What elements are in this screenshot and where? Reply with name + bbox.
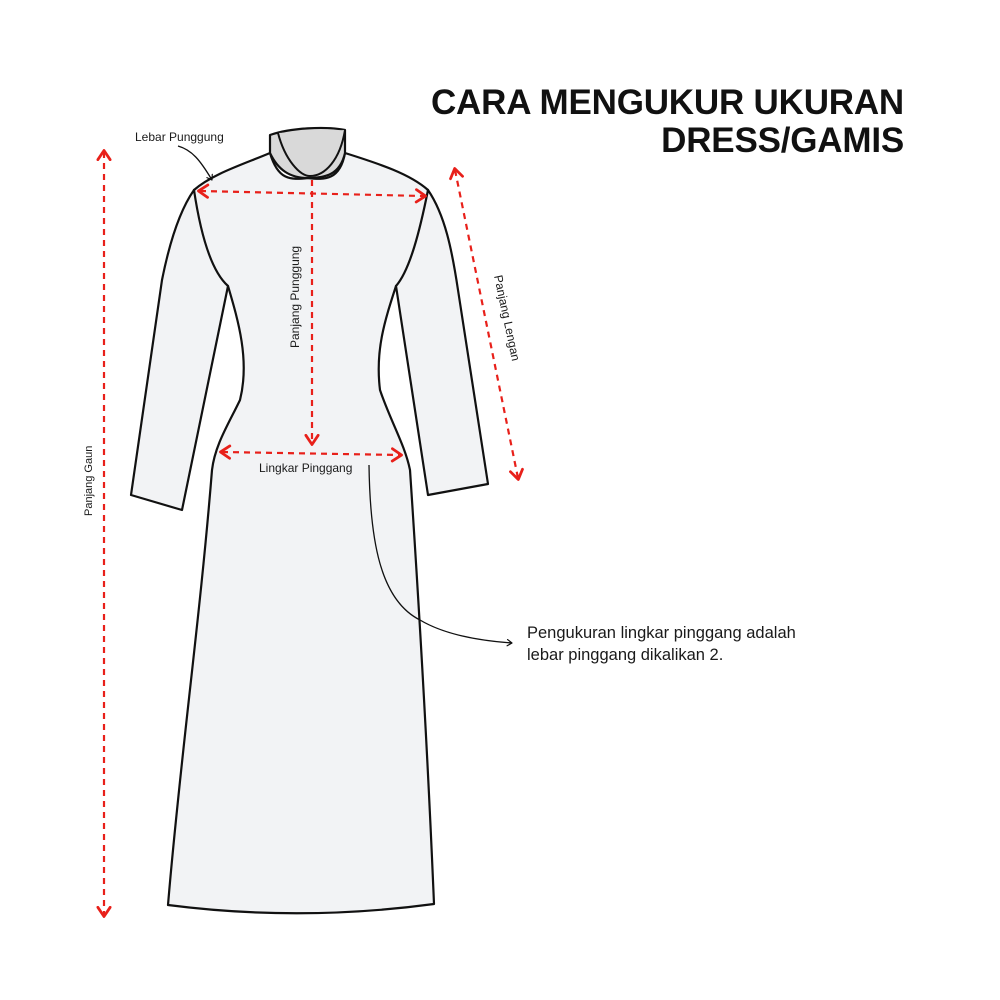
dress-body-outline: [166, 151, 442, 915]
collar-inner: [277, 129, 346, 178]
waist-note: Pengukuran lingkar pinggang adalah lebar…: [527, 622, 796, 666]
panjang-lengan-label: Panjang Lengan: [491, 274, 523, 362]
lebar-punggung-pointer: [177, 145, 213, 181]
page-title: CARA MENGUKUR UKURAN DRESS/GAMIS: [431, 84, 904, 160]
lingkar-pinggang-label: Lingkar Pinggang: [259, 461, 352, 475]
note-pointer: [368, 464, 513, 647]
waist-note-line-2: lebar pinggang dikalikan 2.: [527, 646, 724, 664]
panjang-lengan-measure-line: [449, 167, 524, 481]
title-line-2: DRESS/GAMIS: [661, 121, 904, 160]
panjang-punggung-label: Panjang Punggung: [288, 246, 302, 348]
left-sleeve-outline: [129, 188, 230, 512]
waist-note-line-1: Pengukuran lingkar pinggang adalah: [527, 624, 796, 642]
lingkar-pinggang-measure-line: [219, 444, 403, 463]
panjang-gaun-label: Panjang Gaun: [83, 446, 95, 516]
title-line-1: CARA MENGUKUR UKURAN: [430, 83, 904, 122]
lebar-punggung-label: Lebar Punggung: [135, 130, 224, 144]
